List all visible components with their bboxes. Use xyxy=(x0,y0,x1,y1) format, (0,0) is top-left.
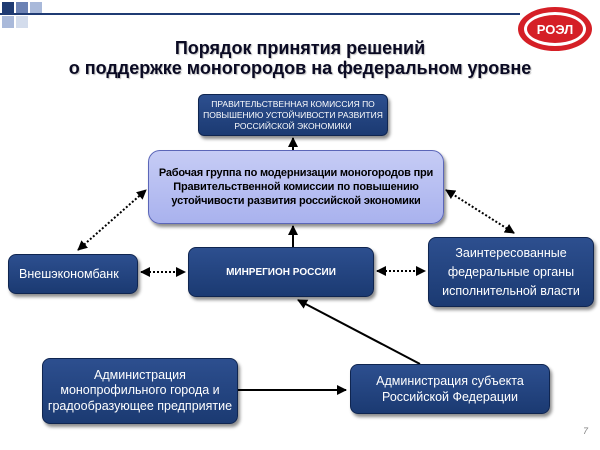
page-number: 7 xyxy=(583,426,589,436)
decor-square xyxy=(16,16,28,28)
subject-admin-box: Администрация субъекта Российской Федера… xyxy=(350,364,550,414)
decor-square xyxy=(2,2,14,14)
decor-square xyxy=(16,2,28,14)
working-group-box: Рабочая группа по модернизации моногород… xyxy=(148,150,444,224)
federal-bodies-box: Заинтересованные федеральные органы испо… xyxy=(428,237,594,307)
roel-logo: РОЭЛ xyxy=(518,7,592,51)
arrow-subject-to-minregion xyxy=(297,299,421,365)
logo-text: РОЭЛ xyxy=(537,22,574,37)
arrow-veb-wg xyxy=(77,189,147,251)
decor-square xyxy=(2,16,14,28)
gov-commission-box: ПРАВИТЕЛЬСТВЕННАЯ КОМИССИЯ ПО ПОВЫШЕНИЮ … xyxy=(198,94,388,136)
page-title-line1: Порядок принятия решений xyxy=(174,38,426,58)
header-rule xyxy=(0,13,520,15)
decor-square xyxy=(30,2,42,14)
veb-box: Внешэкономбанк xyxy=(8,254,138,294)
minregion-box: МИНРЕГИОН РОССИИ xyxy=(188,247,374,297)
city-admin-box: Администрация монопрофильного города и г… xyxy=(42,358,238,424)
arrow-fed-wg xyxy=(445,189,515,234)
page-title-line2: о поддержке моногородов на федеральном у… xyxy=(68,58,532,78)
